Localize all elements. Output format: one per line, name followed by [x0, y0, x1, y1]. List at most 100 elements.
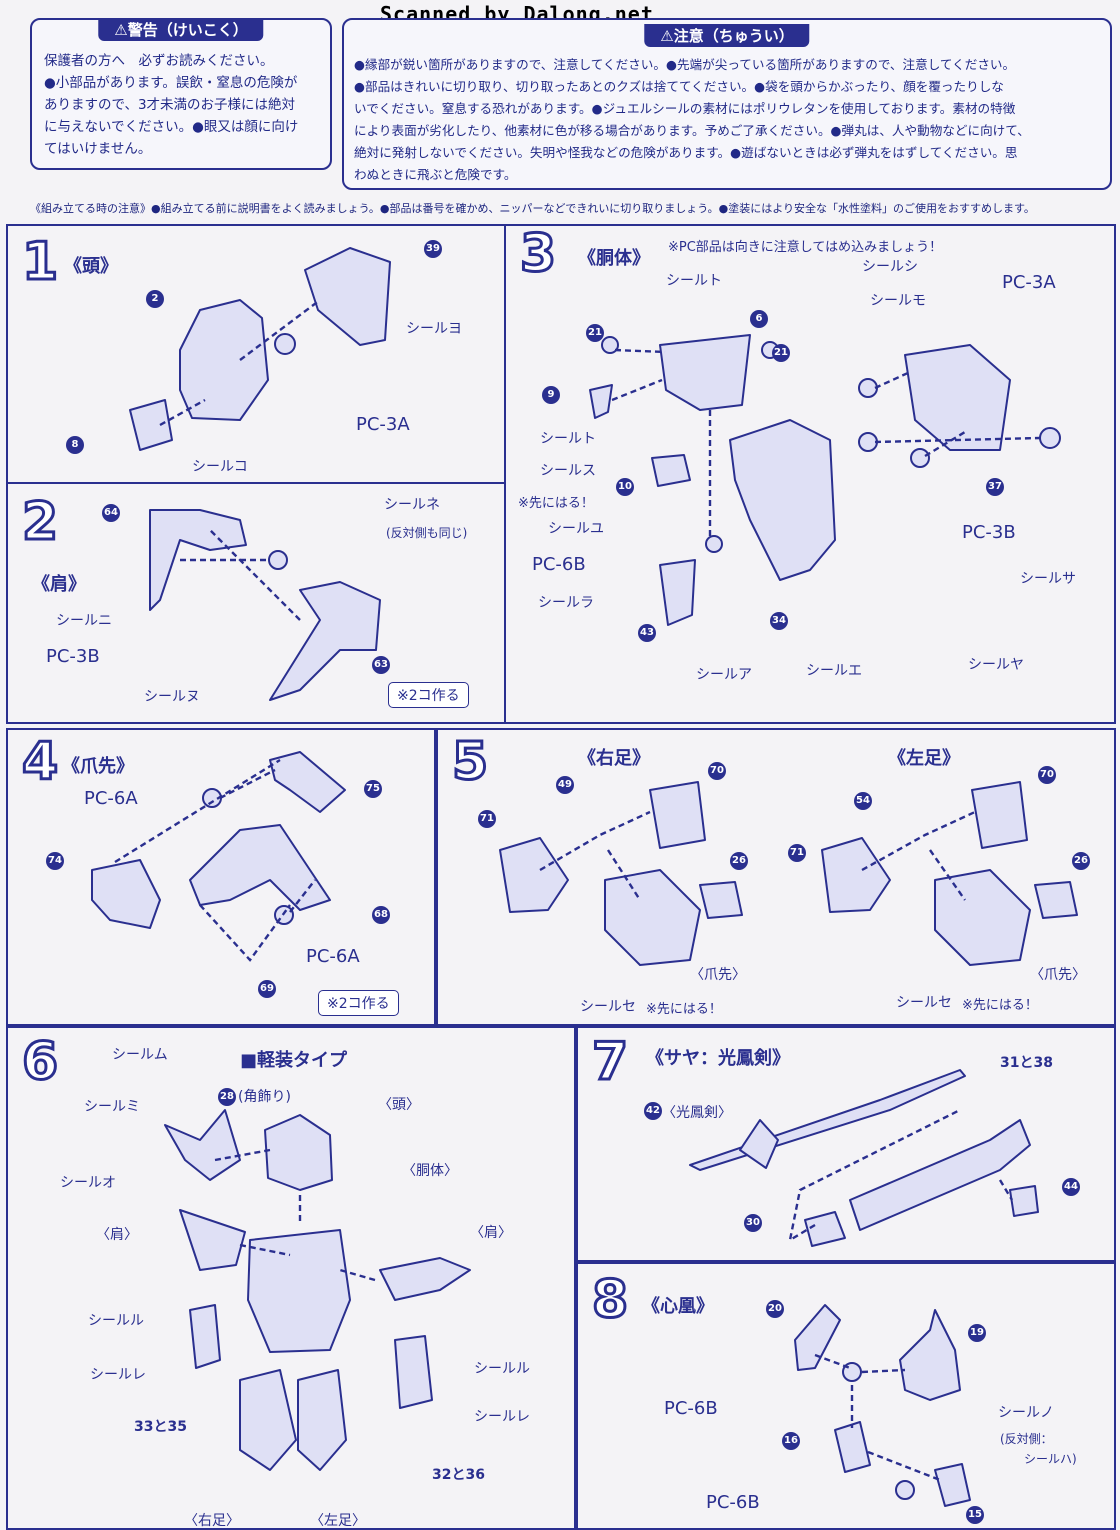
waist-part-illustration	[659, 559, 696, 626]
part-number-badge: 70	[708, 762, 726, 780]
part-number-badge: 15	[966, 1506, 984, 1524]
seal-label: シールシ	[862, 259, 918, 275]
tip-note: ※先にはる！	[518, 496, 594, 511]
part-number-badge: 8	[66, 436, 84, 454]
pc-label: PC-6B	[532, 554, 586, 575]
seal-label: シールレ	[90, 1367, 146, 1383]
step-4-title: 《爪先》	[62, 756, 134, 777]
assembly-notes: 《組み立てる時の注意》●組み立てる前に説明書をよく読みましょう。●部品は番号を確…	[30, 202, 1035, 215]
left-leg-illustration	[297, 1369, 347, 1471]
seal-label: シールム	[112, 1047, 168, 1063]
part-number-badge: 70	[1038, 766, 1056, 784]
pc-part	[858, 432, 878, 452]
pc-label: PC-6B	[664, 1398, 718, 1419]
toe-claw-illustration	[189, 824, 331, 911]
assembly-guide-line	[861, 810, 976, 901]
pc-part	[705, 535, 723, 553]
step-2-number: 2	[20, 492, 59, 552]
head-label: 〈頭〉	[378, 1097, 420, 1113]
assembled-torso-illustration	[247, 1229, 351, 1353]
step-3-panel	[504, 224, 1116, 724]
part-number-badge: 37	[986, 478, 1004, 496]
assembly-guide-line	[874, 370, 1041, 458]
make-two-note: ※2コ作る	[388, 682, 469, 708]
seal-note: (反対側：	[1000, 1432, 1053, 1446]
seal-label: シールレ	[474, 1409, 530, 1425]
part-number-badge: 30	[744, 1214, 762, 1232]
pc-part	[858, 378, 878, 398]
pc-part	[601, 336, 619, 354]
right-leg-title: 《右足》	[578, 748, 650, 769]
seal-label: シールニ	[56, 613, 112, 629]
pc-label: PC-6B	[706, 1492, 760, 1513]
part-number-badge: 19	[968, 1324, 986, 1342]
assembled-head-illustration	[264, 1114, 333, 1191]
seal-label: シールオ	[60, 1175, 116, 1191]
shoulder-frame-illustration	[149, 509, 247, 611]
part-pair-label: 32と36	[432, 1467, 485, 1483]
assembly-guide-line	[239, 299, 321, 361]
left-leg-label: 〈左足〉	[310, 1513, 366, 1529]
step-7-number: 7	[590, 1032, 629, 1092]
step-3-number: 3	[518, 224, 557, 284]
sword-guard-illustration	[739, 1119, 779, 1169]
step-6-title: ■軽装タイプ	[240, 1050, 348, 1071]
assembly-guide-line	[114, 758, 316, 962]
crest-part-19-illustration	[899, 1309, 961, 1401]
part-number-badge: 21	[772, 344, 790, 362]
pc-part	[910, 448, 930, 468]
part-number-badge: 2	[146, 290, 164, 308]
seal-label: シールモ	[870, 293, 926, 309]
caution-line: わぬときに飛ぶと危険です。	[354, 167, 517, 182]
body-label: 〈胴体〉	[402, 1163, 458, 1179]
part-number-badge: 42	[644, 1102, 662, 1120]
step-7-title: 《サヤ：光鳳剣》	[646, 1048, 790, 1069]
right-toe-tip-illustration	[699, 881, 743, 919]
step-5-panel	[436, 728, 1116, 1026]
pc-label: PC-3B	[46, 646, 100, 667]
tip-note: ※先にはる！	[646, 1002, 722, 1017]
assembly-guide-line	[611, 348, 712, 540]
right-leg-label: 〈右足〉	[184, 1513, 240, 1529]
part-pair-label: 31と38	[1000, 1055, 1053, 1071]
seal-note: (反対側も同じ)	[386, 526, 468, 540]
seal-label: シールネ	[384, 497, 440, 513]
seal-label: シールエ	[806, 663, 862, 679]
caution-line: 絶対に発射しないでください。失明や怪我などの危険があります。●遊ばないときは必ず…	[354, 145, 1018, 160]
toe-label: 〈爪先〉	[690, 967, 746, 983]
seal-label: シールラ	[538, 595, 594, 611]
seal-label: シールノ	[998, 1405, 1054, 1421]
pc-3a-part	[274, 333, 296, 355]
seal-label: シールト	[666, 273, 722, 289]
step-8-panel	[576, 1262, 1116, 1530]
toe-cover-illustration	[91, 859, 161, 929]
right-shoulder-illustration	[379, 1257, 471, 1301]
part-number-badge: 49	[556, 776, 574, 794]
part-number-badge: 10	[616, 478, 634, 496]
right-leg-front-illustration	[499, 837, 569, 913]
seal-label: シールミ	[84, 1099, 140, 1115]
pc-label: PC-3A	[356, 414, 410, 435]
part-number-badge: 68	[372, 906, 390, 924]
tip-note: ※先にはる！	[962, 998, 1038, 1013]
assembly-guide-line	[539, 810, 651, 901]
step-1-title: 《頭》	[64, 256, 118, 277]
step-8-number: 8	[590, 1270, 629, 1330]
left-foot-illustration	[934, 869, 1031, 966]
part-number-badge: 63	[372, 656, 390, 674]
sword-label: 〈光鳳剣〉	[662, 1105, 732, 1121]
part-number-badge: 64	[102, 504, 120, 522]
step-7-panel	[576, 1026, 1116, 1262]
warning-line: ありますので、3才未満のお子様には絶対	[44, 97, 296, 113]
assembly-guide-line	[214, 1148, 376, 1282]
part-number-badge: 28	[218, 1088, 236, 1106]
assembly-guide-line	[788, 1108, 1014, 1243]
head-back-illustration	[304, 247, 391, 346]
step-4-panel	[6, 728, 436, 1026]
shoulder-label: 〈肩〉	[470, 1225, 512, 1241]
part-number-badge: 20	[766, 1300, 784, 1318]
part-number-badge: 75	[364, 780, 382, 798]
horn-ornament-illustration	[164, 1109, 241, 1181]
seal-label: シールコ	[192, 459, 248, 475]
scabbard-cap-illustration	[804, 1211, 846, 1247]
